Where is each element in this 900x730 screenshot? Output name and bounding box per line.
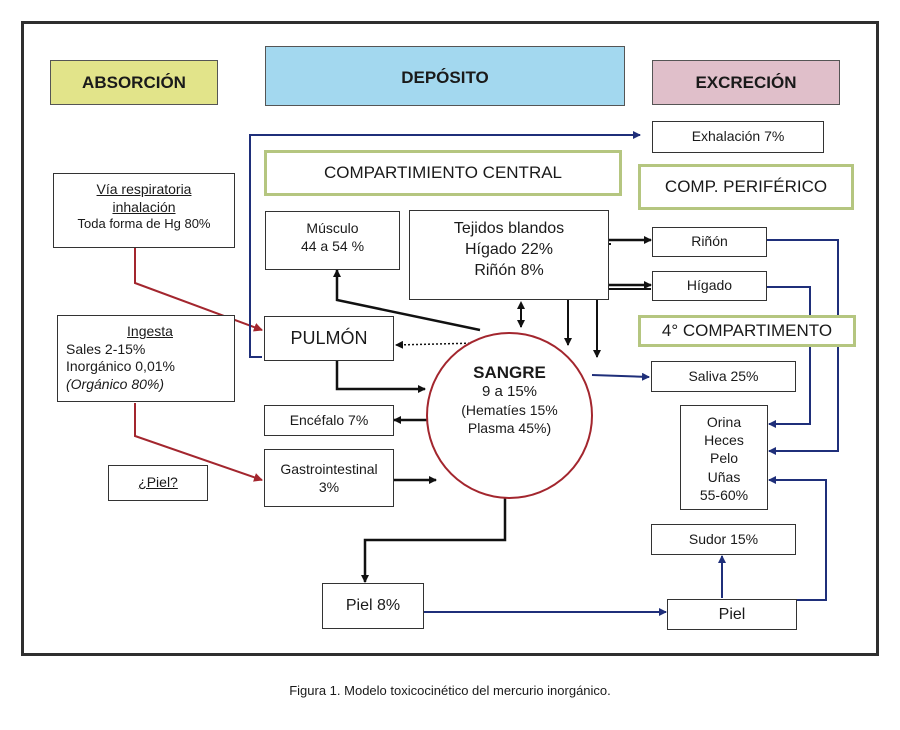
- muscle-value: 44 a 54 %: [300, 237, 365, 254]
- outputs-hair: Pelo: [709, 450, 739, 467]
- gi-label: Gastrointestinal: [280, 461, 378, 477]
- soft-tissue-box: Tejidos blandos Hígado 22% Riñón 8%: [409, 210, 609, 300]
- arrow-blood-saliva: [591, 372, 650, 381]
- blood-circle: SANGRE 9 a 15% (Hematíes 15% Plasma 45%): [426, 332, 593, 499]
- arrow-blood-lung: [395, 340, 479, 349]
- gi-value: 3%: [318, 478, 340, 495]
- skin-deposit-box: Piel 8%: [322, 583, 424, 629]
- sweat-box: Sudor 15%: [651, 524, 796, 555]
- ingestion-box: Ingesta Sales 2-15% Inorgánico 0,01% (Or…: [57, 315, 235, 402]
- outputs-percent: 55-60%: [699, 486, 749, 503]
- figure-caption: Figura 1. Modelo toxicocinético del merc…: [289, 683, 611, 698]
- deposit-header: DEPÓSITO: [265, 46, 625, 106]
- peripheral-compartment-label: COMP. PERIFÉRICO: [638, 164, 854, 210]
- arrow-inhalation-lung: [134, 248, 263, 332]
- muscle-box: Músculo 44 a 54 %: [265, 211, 400, 270]
- brain-box: Encéfalo 7%: [264, 405, 394, 436]
- blood-title: SANGRE: [473, 363, 546, 382]
- blood-value: 9 a 15%: [481, 383, 538, 401]
- figure-frame: [21, 21, 879, 656]
- skin-question-box: ¿Piel?: [108, 465, 208, 501]
- arrow-ingestion-gi: [134, 403, 263, 482]
- lung-box: PULMÓN: [264, 316, 394, 361]
- skin-question-label: ¿Piel?: [138, 474, 178, 491]
- respiratory-title: Vía respiratoria: [96, 181, 192, 197]
- blood-plasma: Plasma 45%): [467, 419, 552, 436]
- exhalation-box: Exhalación 7%: [652, 121, 824, 153]
- arrow-piel-outputs: [768, 476, 827, 601]
- respiratory-box: Vía respiratoria inhalación Toda forma d…: [53, 173, 235, 248]
- fourth-compartment-label: 4° COMPARTIMENTO: [638, 315, 856, 347]
- arrow-lung-blood: [335, 361, 426, 393]
- central-compartment-label: COMPARTIMIENTO CENTRAL: [264, 150, 622, 196]
- ingestion-title: Ingesta: [127, 323, 173, 339]
- kidney-box: Riñón: [652, 227, 767, 257]
- soft-tissue-liver: Hígado 22%: [464, 240, 554, 258]
- respiratory-detail: Toda forma de Hg 80%: [77, 216, 211, 231]
- ingestion-organic: (Orgánico 80%): [66, 375, 165, 392]
- arrow-lung-exhalation: [249, 131, 641, 358]
- outputs-nails: Uñas: [707, 468, 741, 485]
- ingestion-salts: Sales 2-15%: [66, 340, 146, 357]
- outputs-box: Orina Heces Pelo Uñas 55-60%: [680, 405, 768, 510]
- outputs-urine: Orina: [706, 414, 742, 430]
- soft-tissue-label: Tejidos blandos: [453, 220, 565, 237]
- saliva-box: Saliva 25%: [651, 361, 796, 392]
- absorption-header: ABSORCIÓN: [50, 60, 218, 105]
- arrow-liver-outputs: [767, 286, 811, 428]
- skin-excretion-box: Piel: [667, 599, 797, 630]
- arrow-blood-skin: [361, 498, 507, 583]
- gi-box: Gastrointestinal 3%: [264, 449, 394, 507]
- arrow-blood-muscle: [333, 269, 481, 332]
- muscle-label: Músculo: [306, 220, 359, 236]
- blood-rbc: (Hematíes 15%: [461, 402, 558, 418]
- excretion-header: EXCRECIÓN: [652, 60, 840, 105]
- inhalation-label: inhalación: [112, 198, 176, 215]
- liver-box: Hígado: [652, 271, 767, 301]
- ingestion-inorganic: Inorgánico 0,01%: [66, 358, 175, 374]
- outputs-feces: Heces: [704, 432, 744, 449]
- soft-tissue-kidney: Riñón 8%: [474, 261, 544, 279]
